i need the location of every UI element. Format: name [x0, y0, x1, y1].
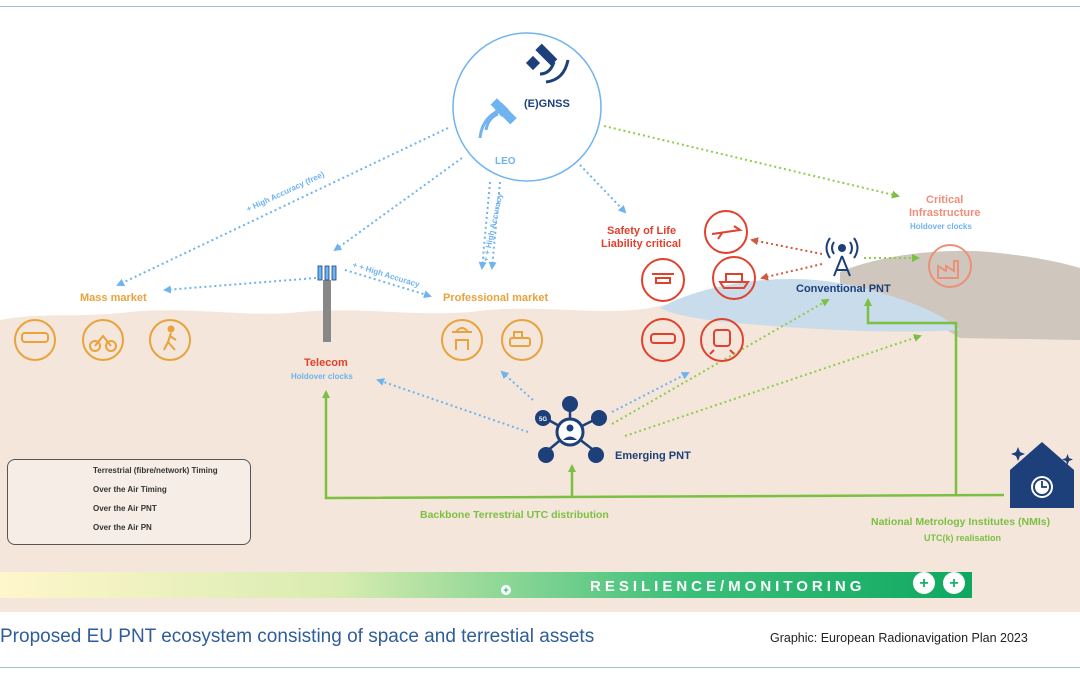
professional-market-title: Professional market [443, 292, 549, 304]
figure-source: Graphic: European Radionavigation Plan 2… [770, 631, 1028, 645]
professional-market-icons [441, 319, 543, 361]
arrow-emerging-to-telecom [376, 378, 529, 433]
critical-title-line2: Infrastructure [909, 207, 981, 219]
safety-title-line2: Liability critical [601, 238, 682, 250]
legend: Terrestrial (fibre/network) Timing Over … [7, 459, 251, 545]
figure-caption: Proposed EU PNT ecosystem consisting of … [0, 626, 595, 647]
resilience-label: RESILIENCE/MONITORING [590, 578, 866, 595]
conventional-pnt-tower-icon [825, 237, 859, 277]
resilience-bar [0, 572, 972, 598]
resilience-plus-small: + [503, 585, 508, 595]
legend-label: Over the Air PNT [93, 504, 157, 513]
edge-label-high-accuracy-free: + High Accuracy (free) [245, 170, 326, 214]
conventional-pnt-title: Conventional PNT [796, 283, 891, 295]
arrow-emerging-to-professional [500, 370, 534, 401]
arrow-conventional-to-ship [760, 263, 823, 281]
drone-icon [641, 258, 685, 302]
resilience-plus-2: + [949, 575, 958, 592]
hub-5g-label: 5G [539, 417, 547, 423]
arrow-space-to-telecom [333, 157, 463, 252]
bicycle-icon [82, 319, 124, 361]
egnss-satellite-icon [525, 43, 570, 84]
nmi-house-icon [1010, 442, 1074, 508]
arrow-emerging-to-conventional [611, 299, 830, 425]
emerging-pnt-hub-icon: 5G [535, 396, 607, 463]
telecom-tower-icon [317, 265, 337, 342]
egnss-label: (E)GNSS [524, 98, 570, 110]
arrow-space-to-critical [603, 125, 900, 199]
arrow-space-to-professional-1 [478, 181, 491, 270]
mass-market-icons [14, 319, 191, 361]
airplane-icon [704, 210, 748, 254]
arrow-space-to-professional-2 [488, 181, 501, 270]
leo-satellite-icon [478, 98, 517, 139]
emerging-pnt-title: Emerging PNT [615, 450, 691, 462]
resilience-plus-icon-1 [913, 572, 935, 594]
legend-item-ota-pnt: Over the Air PNT [8, 504, 250, 518]
car-icon [14, 319, 56, 361]
legend-label: Over the Air PN [93, 523, 152, 532]
critical-subtitle: Holdover clocks [910, 222, 972, 231]
safety-of-life-icons [641, 210, 756, 362]
arrow-emerging-to-critical [624, 334, 922, 437]
bottom-border [0, 667, 1080, 668]
arrow-space-to-safety [579, 164, 627, 214]
legend-item-terrestrial: Terrestrial (fibre/network) Timing [8, 466, 250, 480]
arrow-space-to-mass-market [116, 127, 449, 287]
resilience-plus-1: + [919, 575, 928, 592]
telecom-subtitle: Holdover clocks [291, 372, 353, 381]
legend-item-ota-pn: Over the Air PN [8, 523, 250, 537]
car-icon [641, 318, 685, 362]
resilience-plus-icon-2 [943, 572, 965, 594]
legend-item-ota-timing: Over the Air Timing [8, 485, 250, 499]
backbone-line [322, 390, 1005, 500]
critical-title-line1: Critical [926, 194, 964, 206]
backbone-title: Backbone Terrestrial UTC distribution [420, 509, 609, 521]
ground-area [0, 262, 1080, 612]
walking-person-icon [149, 319, 191, 361]
nmi-title: National Metrology Institutes (NMIs) [871, 516, 1051, 528]
train-icon [700, 318, 744, 362]
arrow-emerging-to-safety [611, 372, 690, 413]
arrow-telecom-to-mass [163, 277, 317, 294]
arrow-conventional-to-airplane [750, 237, 823, 255]
factory-icon [928, 244, 972, 288]
bulldozer-icon [501, 319, 543, 361]
legend-label: Terrestrial (fibre/network) Timing [93, 466, 218, 475]
top-border [0, 6, 1080, 7]
farmer-icon [441, 319, 483, 361]
telecom-title: Telecom [304, 357, 348, 369]
grey-hill [840, 250, 1080, 340]
nmi-subtitle: UTC(k) realisation [924, 533, 1002, 543]
lake [660, 278, 960, 332]
mass-market-title: Mass market [80, 292, 147, 304]
legend-label: Over the Air Timing [93, 485, 167, 494]
safety-title-line1: Safety of Life [607, 225, 677, 237]
ship-icon [712, 256, 756, 300]
resilience-plus-small-icon [501, 585, 511, 595]
leo-label: LEO [495, 156, 516, 167]
edge-label-high-accuracy-telecom: + + High Accuracy [351, 260, 421, 289]
nmi-to-conventional [864, 298, 958, 495]
